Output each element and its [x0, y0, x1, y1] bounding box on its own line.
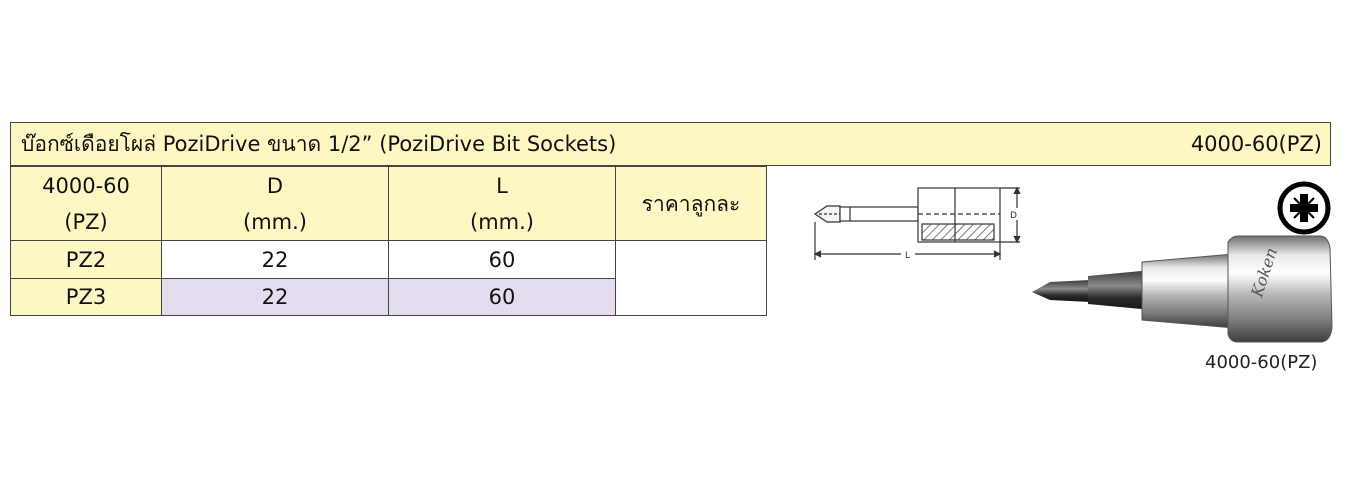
table-header-row: 4000-60 (PZ) D (mm.) L (mm.) ราคาลูกละ	[10, 166, 767, 241]
row-code: PZ3	[10, 278, 162, 316]
drawing-l-label: L	[905, 251, 910, 261]
header-d-line2: (mm.)	[243, 209, 307, 234]
pozidrive-icon	[1277, 181, 1331, 235]
header-code-line1: 4000-60	[42, 173, 130, 198]
row-d: 22	[161, 278, 389, 316]
table-row: PZ3 22 60	[10, 278, 767, 316]
row-code: PZ2	[10, 240, 162, 279]
header-code-line2: (PZ)	[64, 209, 108, 234]
row-l: 60	[388, 240, 616, 279]
header-l: L (mm.)	[388, 166, 616, 241]
product-code: 4000-60(PZ)	[1190, 132, 1322, 156]
row-d: 22	[161, 240, 389, 279]
technical-drawing: D L	[813, 186, 1021, 261]
header-price: ราคาลูกละ	[615, 166, 767, 241]
row-price	[615, 240, 767, 316]
product-photo: Koken	[1032, 181, 1333, 343]
table-row: PZ2 22 60	[10, 240, 767, 316]
header-d-line1: D	[266, 173, 284, 198]
spec-table: 4000-60 (PZ) D (mm.) L (mm.) ราคาลูกละ P…	[10, 166, 767, 316]
drawing-d-label: D	[1010, 211, 1017, 221]
header-code: 4000-60 (PZ)	[10, 166, 162, 241]
row-l: 60	[388, 278, 616, 316]
photo-caption: 4000-60(PZ)	[1205, 352, 1318, 373]
header-l-line1: L	[496, 173, 508, 198]
header-d: D (mm.)	[161, 166, 389, 241]
title-bar: บ๊อกซ์เดือยโผล่ PoziDrive ขนาด 1/2” (Poz…	[10, 122, 1331, 166]
page-title: บ๊อกซ์เดือยโผล่ PoziDrive ขนาด 1/2” (Poz…	[21, 131, 617, 156]
header-l-line2: (mm.)	[470, 209, 534, 234]
